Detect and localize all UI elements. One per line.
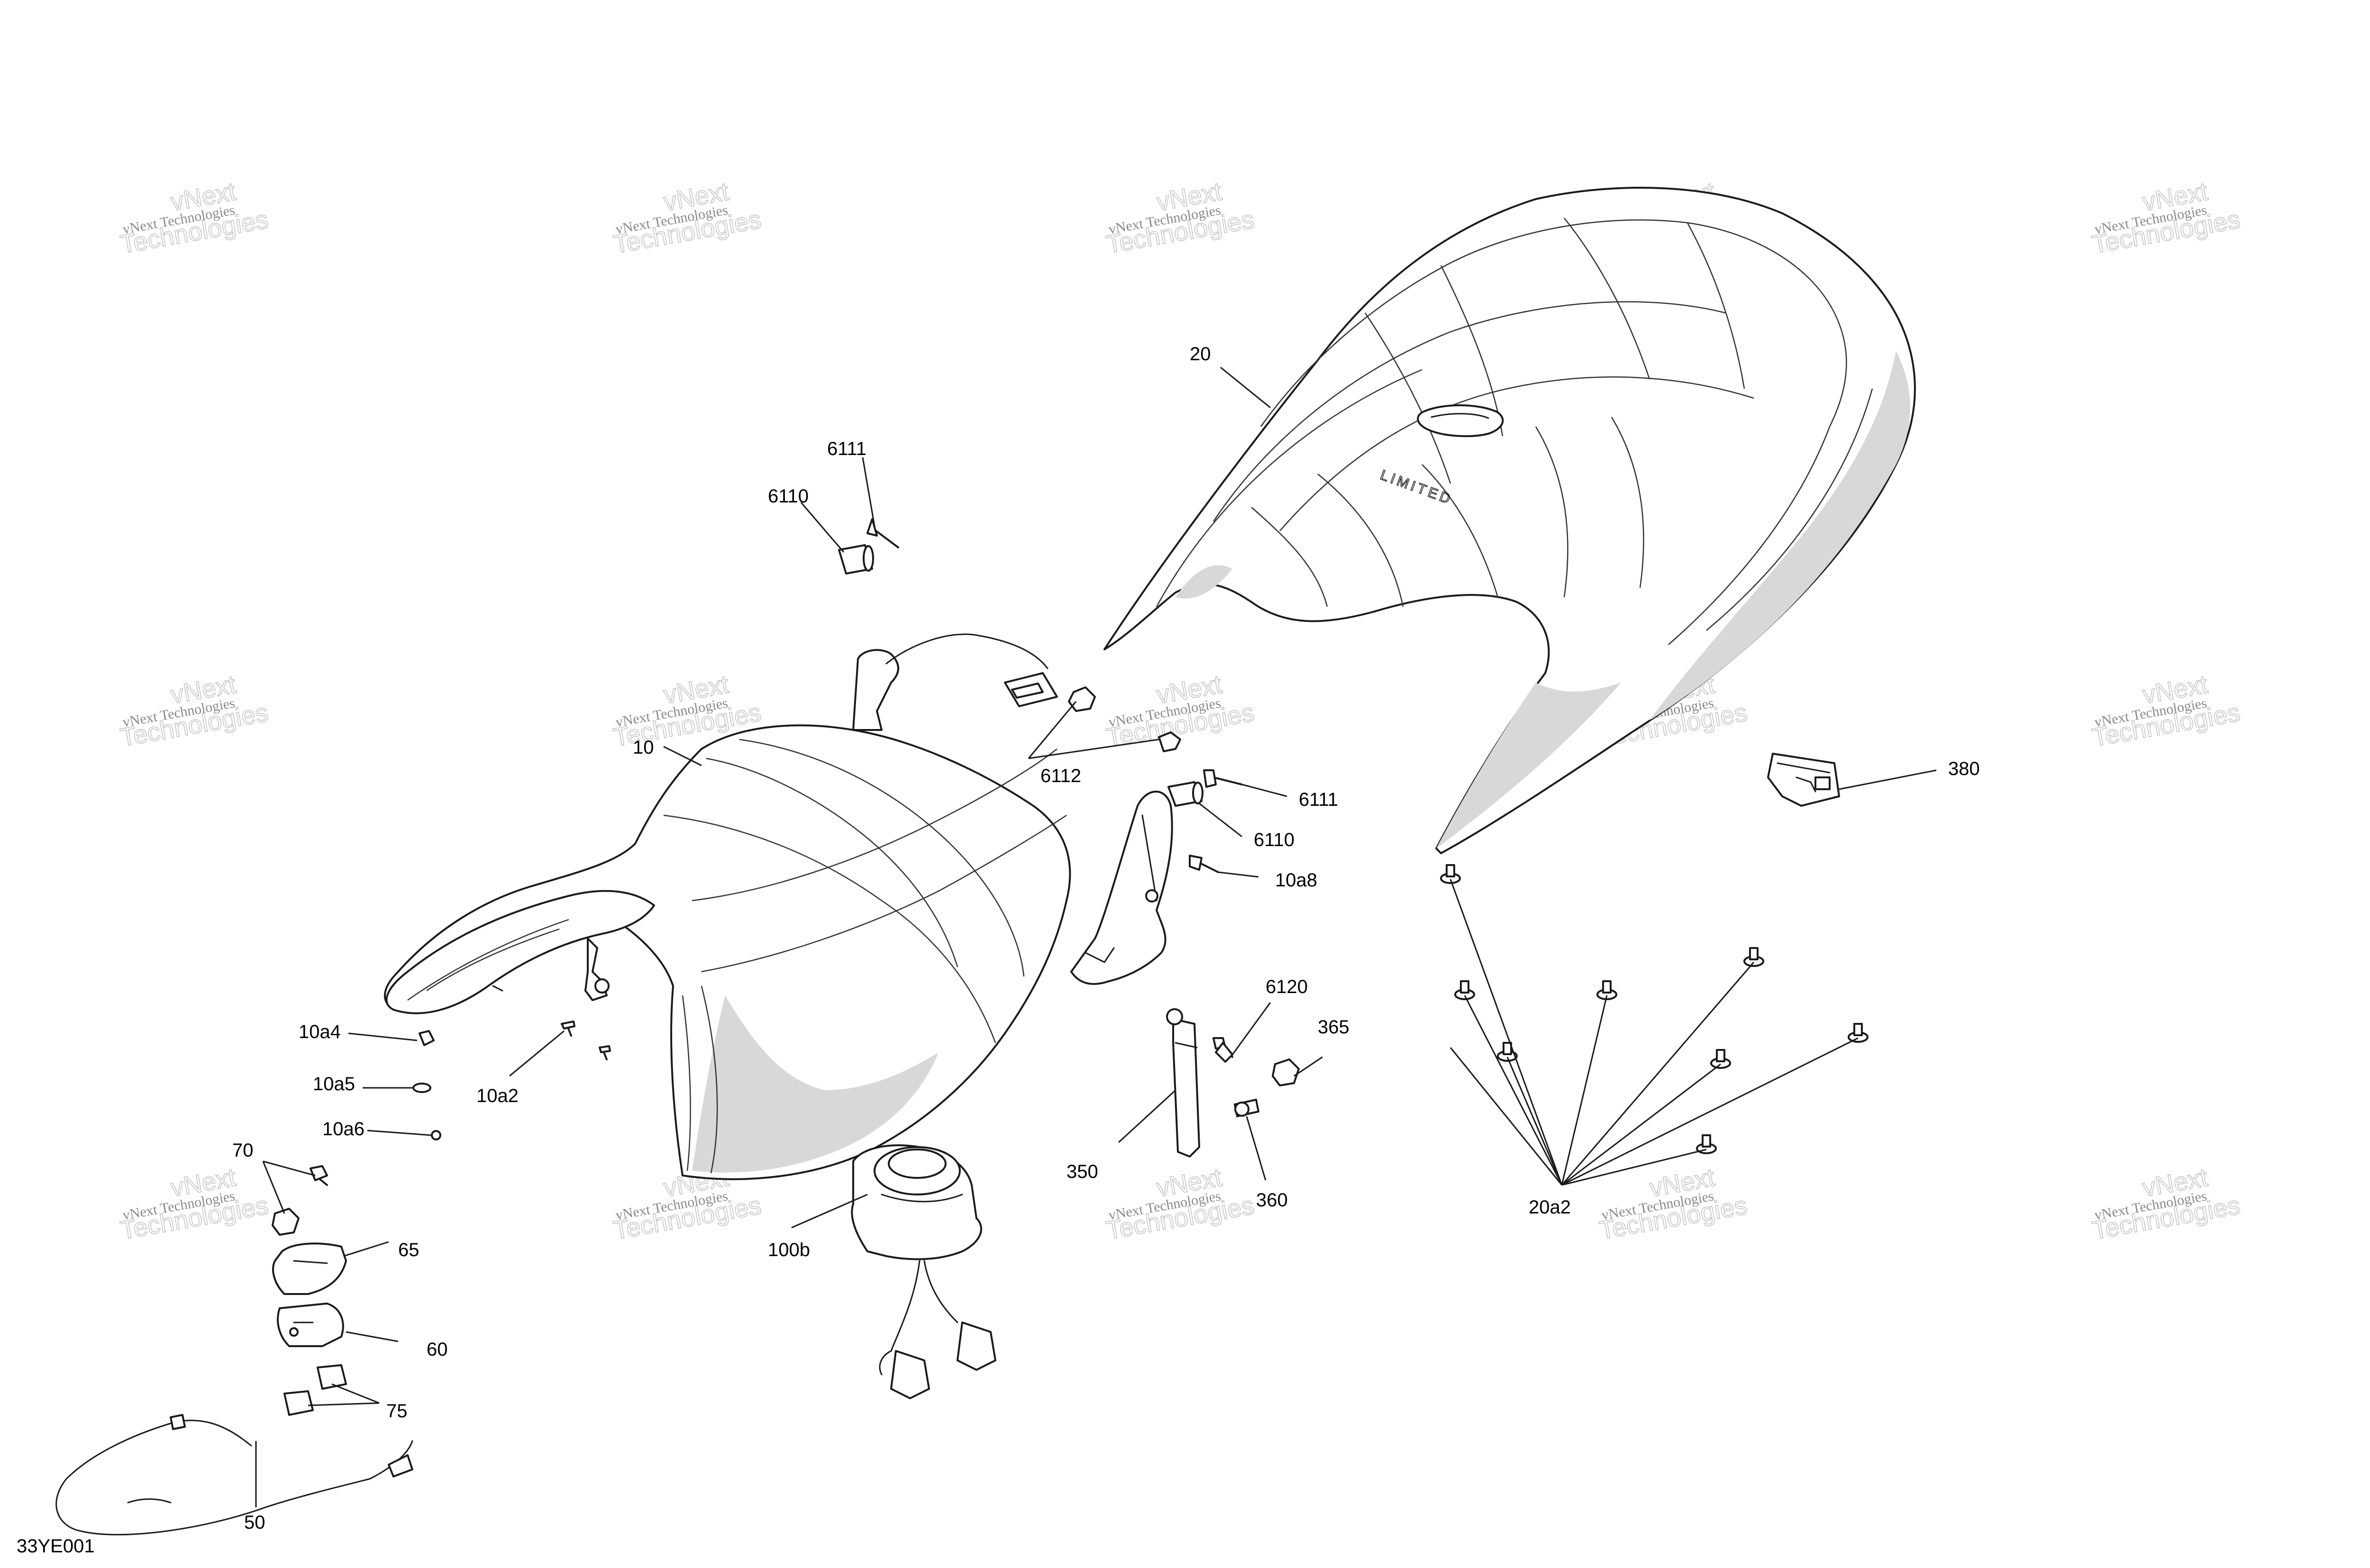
rear-seat: LIMITED — [1103, 187, 1916, 854]
bracket-380 — [1767, 753, 1840, 807]
fastener — [1454, 980, 1475, 1000]
fastener — [1743, 947, 1764, 967]
callout-labels: 20 6111 6110 10 6112 6111 6110 10a8 380 … — [232, 344, 1980, 1533]
callout-360: 360 — [1256, 1190, 1288, 1211]
latch-parts — [272, 1165, 347, 1416]
callout-75: 75 — [386, 1401, 408, 1422]
watermark: Technologies vNext vNext Technologies — [118, 1163, 271, 1245]
callout-10a4: 10a4 — [299, 1021, 341, 1042]
gas-strut-assembly — [1166, 1008, 1300, 1158]
leader-lines — [255, 366, 1937, 1507]
callout-6112: 6112 — [1040, 766, 1081, 786]
watermark: Technologies vNext vNext Technologies — [2090, 1163, 2242, 1245]
watermark: Technologies vNext vNext Technologies — [2090, 177, 2242, 259]
callout-10a2: 10a2 — [476, 1085, 519, 1106]
callout-100b: 100b — [768, 1240, 810, 1260]
fastener — [1497, 1042, 1518, 1062]
callout-70: 70 — [232, 1140, 254, 1161]
watermark: Technologies vNext vNext Technologies — [118, 177, 271, 259]
front-seat — [384, 633, 1173, 1180]
watermark: Technologies vNext vNext Technologies — [2090, 670, 2242, 752]
callout-50: 50 — [244, 1512, 265, 1533]
callout-10a5: 10a5 — [313, 1074, 355, 1094]
fastener — [1596, 980, 1617, 1000]
callout-20a2: 20a2 — [1529, 1197, 1571, 1218]
diagram-reference-id: 33YE001 — [17, 1536, 95, 1557]
callout-10: 10 — [633, 737, 654, 758]
fastener — [1710, 1049, 1731, 1069]
callout-365: 365 — [1318, 1017, 1349, 1038]
watermark: Technologies vNext vNext Technologies — [118, 670, 271, 752]
callout-10a8: 10a8 — [1275, 870, 1317, 891]
fastener — [1848, 1023, 1869, 1043]
callout-6111-mid: 6111 — [1299, 789, 1338, 810]
callout-65: 65 — [398, 1240, 419, 1260]
callout-20: 20 — [1190, 344, 1211, 365]
release-cable-50 — [55, 1414, 413, 1536]
callout-6110-mid: 6110 — [1254, 830, 1294, 850]
callout-60: 60 — [427, 1339, 448, 1360]
callout-350: 350 — [1066, 1161, 1098, 1182]
small-screws — [412, 1021, 611, 1140]
speaker-100b — [851, 1144, 996, 1399]
sleeve-and-bolt-parts — [838, 518, 1243, 873]
callout-10a6: 10a6 — [322, 1119, 365, 1140]
fastener-group-20a2 — [1440, 864, 1869, 1154]
callout-6110-top: 6110 — [768, 486, 809, 507]
callout-6111-top: 6111 — [827, 438, 866, 459]
callout-380: 380 — [1948, 758, 1980, 779]
watermark: Technologies vNext vNext Technologies — [1104, 177, 1257, 259]
callout-6120: 6120 — [1266, 976, 1308, 997]
watermark: Technologies vNext vNext Technologies — [1104, 1163, 1257, 1245]
watermark: Technologies vNext vNext Technologies — [611, 177, 764, 259]
fastener — [1440, 864, 1461, 884]
